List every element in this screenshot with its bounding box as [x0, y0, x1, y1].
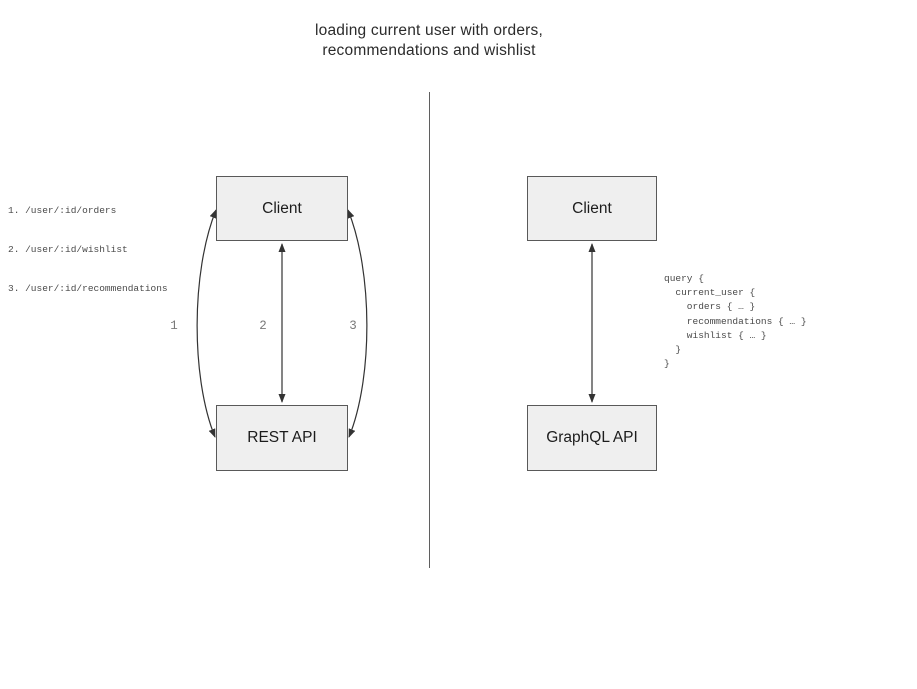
- rest-endpoint-recommendations: 3. /user/:id/recommendations: [8, 283, 168, 294]
- graphql-api-label: GraphQL API: [546, 429, 638, 446]
- title-line-1: loading current user with orders,: [314, 22, 543, 39]
- rest-endpoint-orders: 1. /user/:id/orders: [8, 205, 117, 216]
- rest-api-node: REST API: [216, 405, 348, 471]
- graphql-client-node: Client: [527, 176, 657, 241]
- rest-arrow-label-1: 1: [170, 319, 178, 333]
- rest-arrow-label-3: 3: [349, 319, 357, 333]
- rest-client-label: Client: [262, 199, 302, 217]
- title-line-2: recommendations and wishlist: [322, 42, 536, 59]
- rest-api-label: REST API: [247, 429, 317, 446]
- graphql-query-code: query { current_user { orders { … } reco…: [664, 273, 807, 370]
- graphql-api-node: GraphQL API: [527, 405, 657, 471]
- rest-client-node: Client: [216, 176, 348, 241]
- rest-arrow-label-2: 2: [259, 319, 267, 333]
- panel-divider: [428, 92, 431, 568]
- graphql-client-label: Client: [572, 199, 612, 217]
- diagram-title: loading current user with orders, recomm…: [169, 21, 689, 61]
- rest-endpoint-wishlist: 2. /user/:id/wishlist: [8, 244, 128, 255]
- rest-endpoint-list: 1. /user/:id/orders 2. /user/:id/wishlis…: [8, 178, 168, 321]
- rest-arrow-1-curve: [196, 209, 217, 438]
